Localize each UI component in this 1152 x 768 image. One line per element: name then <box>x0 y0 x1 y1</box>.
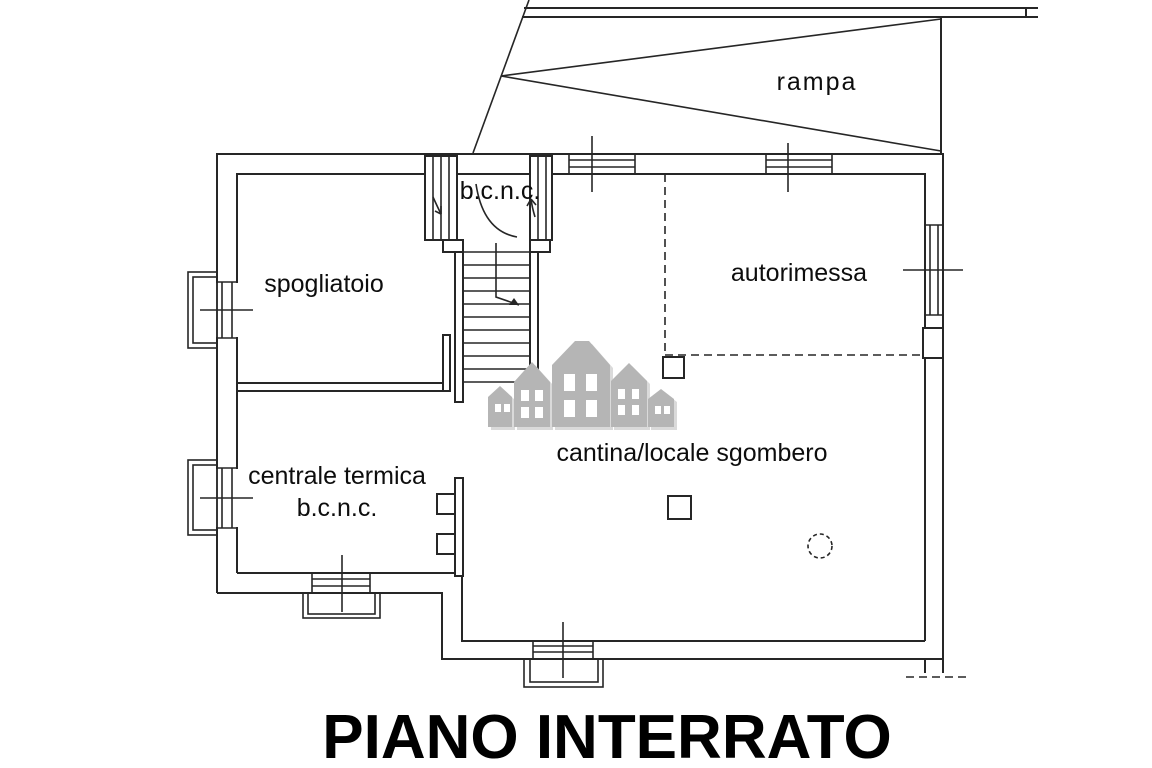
autorimessa-boundary <box>662 174 922 379</box>
window-bottom-centrale-termica <box>302 555 381 619</box>
staircase <box>442 239 551 403</box>
exterior-walls <box>216 153 967 678</box>
room-label-rampa: rampa <box>777 68 858 96</box>
interior-walls <box>236 334 464 577</box>
room-label-centrale-termica-sub: b.c.n.c. <box>297 494 378 522</box>
houses-skyline-watermark-icon <box>488 341 677 430</box>
window-top-2 <box>765 143 833 192</box>
pillar-square-2 <box>667 495 692 520</box>
window-left-spogliatoio <box>187 271 253 349</box>
room-label-bcnc: b.c.n.c. <box>460 177 541 205</box>
room-label-autorimessa: autorimessa <box>731 259 867 287</box>
pillar-square-1 <box>662 356 685 379</box>
window-left-centrale-termica <box>187 459 253 536</box>
stair-walk-arrowhead <box>509 298 519 305</box>
room-label-cantina: cantina/locale sgombero <box>557 439 828 467</box>
window-right-autorimessa <box>903 224 963 359</box>
room-label-spogliatoio: spogliatoio <box>264 270 384 298</box>
watermark-windows <box>495 374 670 418</box>
stair-direction-arrow-left <box>432 196 442 215</box>
door-swing-arc <box>475 183 518 238</box>
cantina-symbols <box>667 495 833 559</box>
watermark-houses <box>488 341 674 427</box>
window-top-1 <box>568 136 636 192</box>
bcnc-room <box>424 155 553 241</box>
stair-direction-arrow-right <box>526 198 537 218</box>
floor-title: PIANO INTERRATO <box>322 703 892 768</box>
room-label-centrale-termica: centrale termica <box>248 462 426 490</box>
column-circle <box>807 533 833 559</box>
ramp-area <box>472 0 1038 154</box>
window-bottom-cantina <box>523 622 604 688</box>
wall-pilaster <box>922 327 944 359</box>
